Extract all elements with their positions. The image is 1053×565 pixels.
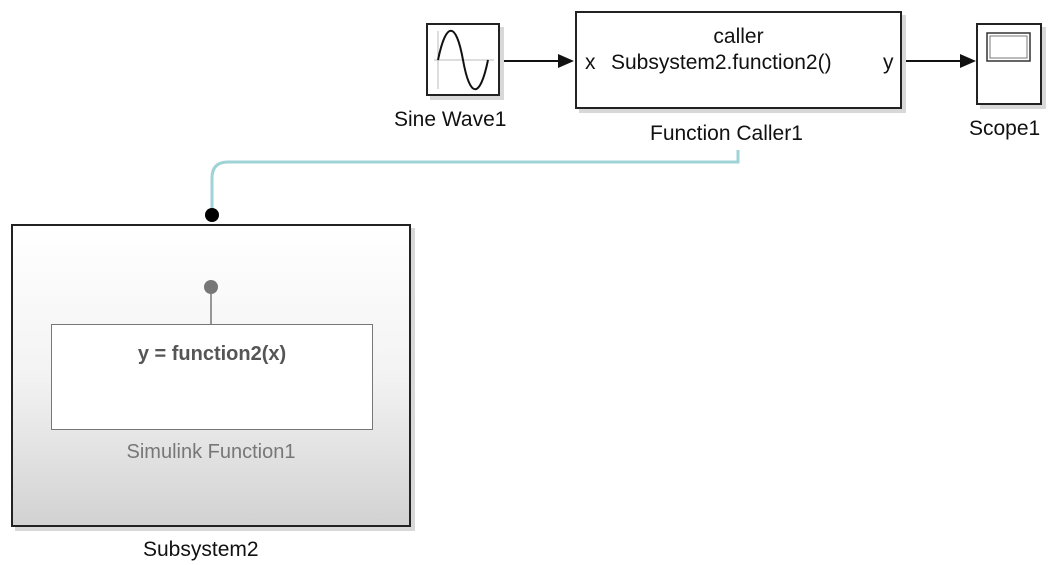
- scope-name: Scope1: [969, 117, 1041, 140]
- function-call-link[interactable]: [210, 150, 740, 212]
- function-port-dot[interactable]: [205, 208, 219, 222]
- function-caller-name: Function Caller1: [650, 122, 803, 145]
- arrowhead-caller-input: [558, 54, 574, 68]
- sine-wave-icon: [434, 29, 494, 91]
- function-caller-input-port: x: [585, 51, 596, 74]
- simulink-function-block[interactable]: y = function2(x): [51, 324, 373, 430]
- scope-block[interactable]: [976, 23, 1042, 105]
- scope-screen-icon: [986, 32, 1031, 62]
- function-caller-prototype: Subsystem2.function2(): [611, 51, 832, 74]
- function-caller-output-port: y: [883, 51, 894, 74]
- sine-wave-name: Sine Wave1: [394, 108, 507, 131]
- subsystem-internals: [204, 280, 218, 324]
- function-caller-title: caller: [713, 25, 764, 48]
- trigger-port-dot: [204, 280, 218, 294]
- arrowhead-scope-input: [960, 54, 976, 68]
- function-caller-block[interactable]: caller x Subsystem2.function2() y: [575, 11, 902, 109]
- function-signature: y = function2(x): [137, 343, 287, 365]
- subsystem-block[interactable]: y = function2(x) Simulink Function1: [11, 224, 411, 527]
- subsystem-name: Subsystem2: [143, 538, 259, 561]
- simulink-function-name: Simulink Function1: [126, 441, 296, 463]
- sine-wave-block[interactable]: [426, 23, 500, 96]
